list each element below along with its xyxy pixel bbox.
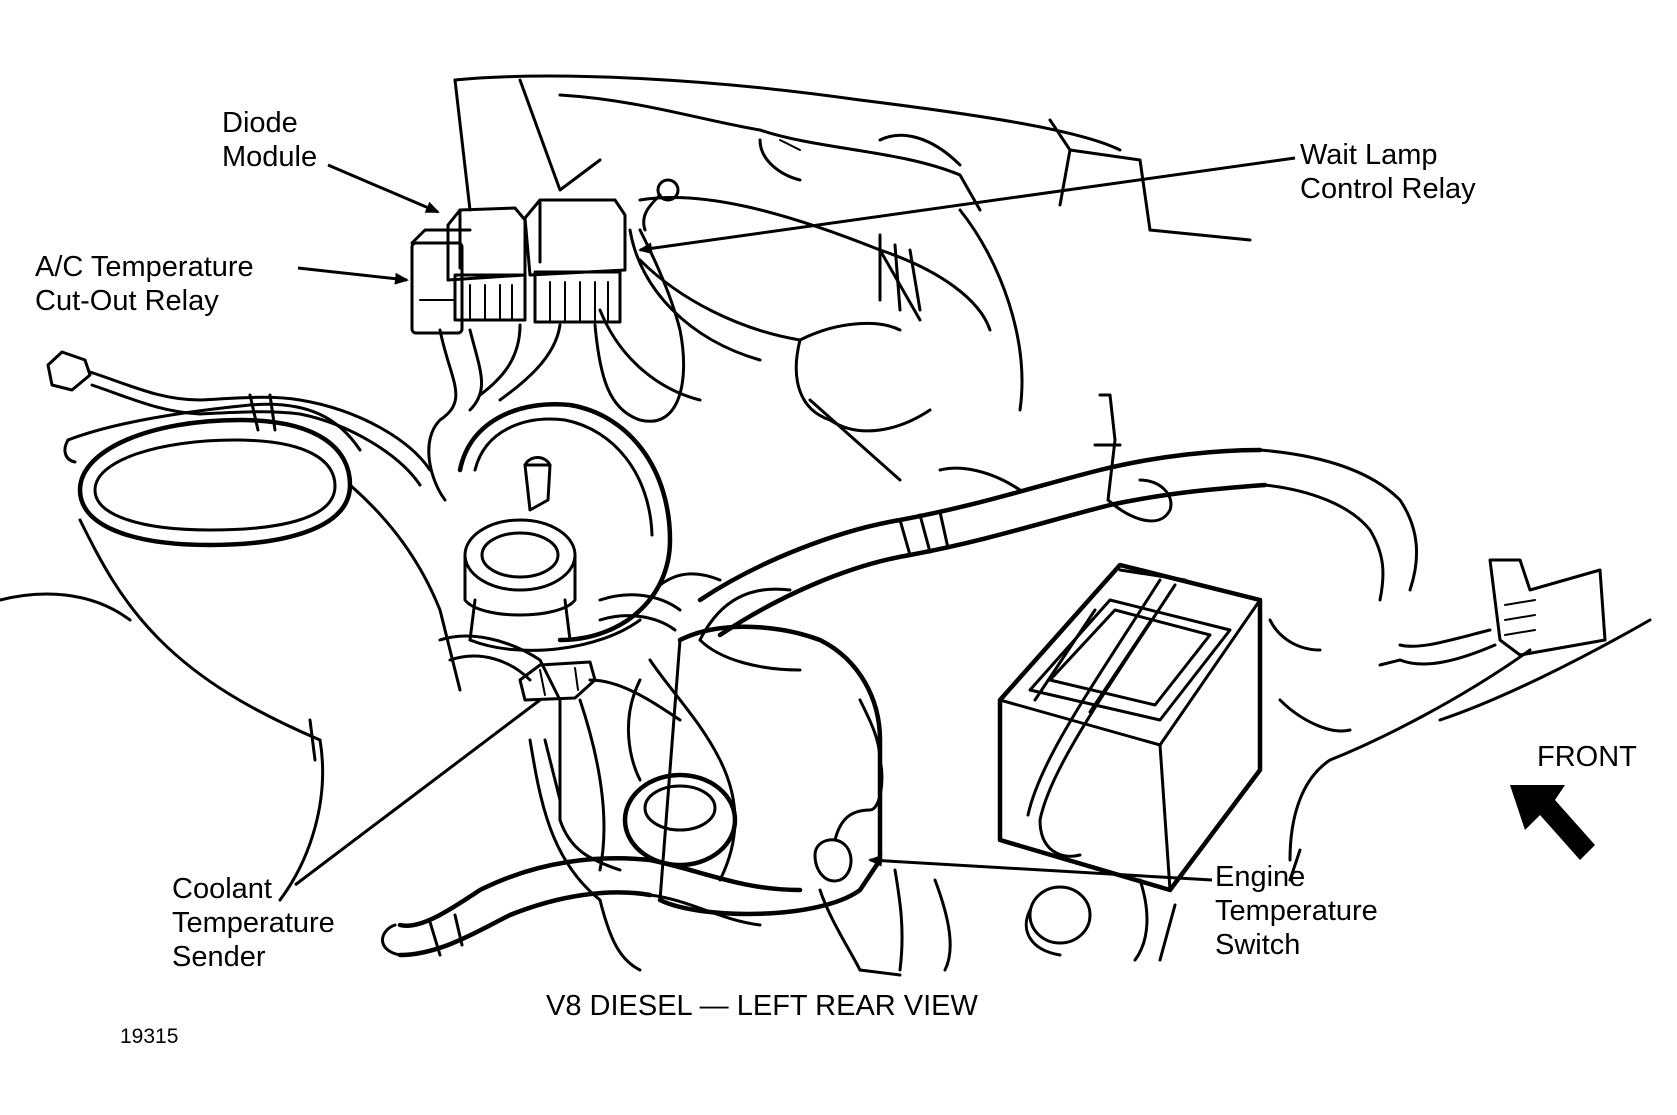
label-line: Temperature — [172, 907, 335, 939]
label-line: Engine — [1215, 861, 1306, 893]
ac-cutout-relay-shape — [410, 228, 472, 335]
label-coolant-sender: Coolant Temperature Sender — [172, 872, 335, 974]
wait-lamp-relay-shape — [523, 198, 627, 324]
reservoir — [0, 402, 462, 902]
engine-block — [438, 634, 642, 972]
clamp-bracket — [1093, 393, 1173, 523]
label-line: A/C Temperature — [35, 251, 254, 283]
label-front: FRONT — [1537, 741, 1637, 773]
label-line: Module — [222, 141, 318, 173]
label-ac-cutout-relay: A/C Temperature Cut-Out Relay — [35, 250, 254, 318]
left-harness — [46, 350, 432, 487]
firewall-cowl — [453, 74, 1252, 482]
figure-number: 19315 — [120, 1025, 179, 1048]
label-line: Switch — [1215, 929, 1301, 961]
battery — [997, 562, 1263, 962]
label-line: Wait Lamp — [1300, 139, 1438, 171]
diode-module-shape — [446, 206, 527, 322]
label-line: Diode — [222, 107, 298, 139]
fuel-filter-assembly — [598, 572, 883, 917]
label-line: Sender — [172, 941, 266, 973]
label-engine-temp-switch: Engine Temperature Switch — [1215, 860, 1378, 962]
label-line: Temperature — [1215, 895, 1378, 927]
right-harness — [1268, 558, 1652, 882]
leader-lines — [294, 156, 1296, 887]
engine-bottom — [818, 868, 952, 977]
label-line: Control Relay — [1300, 173, 1476, 205]
upper-hose — [697, 447, 1419, 638]
label-line: Cut-Out Relay — [35, 285, 219, 317]
front-direction-arrow-icon — [1510, 785, 1595, 860]
relay-wiring-harness — [427, 178, 686, 502]
brake-booster — [457, 402, 673, 652]
figure-caption: V8 DIESEL — LEFT REAR VIEW — [546, 990, 978, 1022]
label-diode-module: Diode Module — [222, 106, 317, 174]
lower-hose — [381, 856, 803, 958]
label-line: Coolant — [172, 873, 272, 905]
label-wait-lamp-relay: Wait Lamp Control Relay — [1300, 138, 1476, 206]
engine-temp-switch-shape — [813, 698, 884, 883]
